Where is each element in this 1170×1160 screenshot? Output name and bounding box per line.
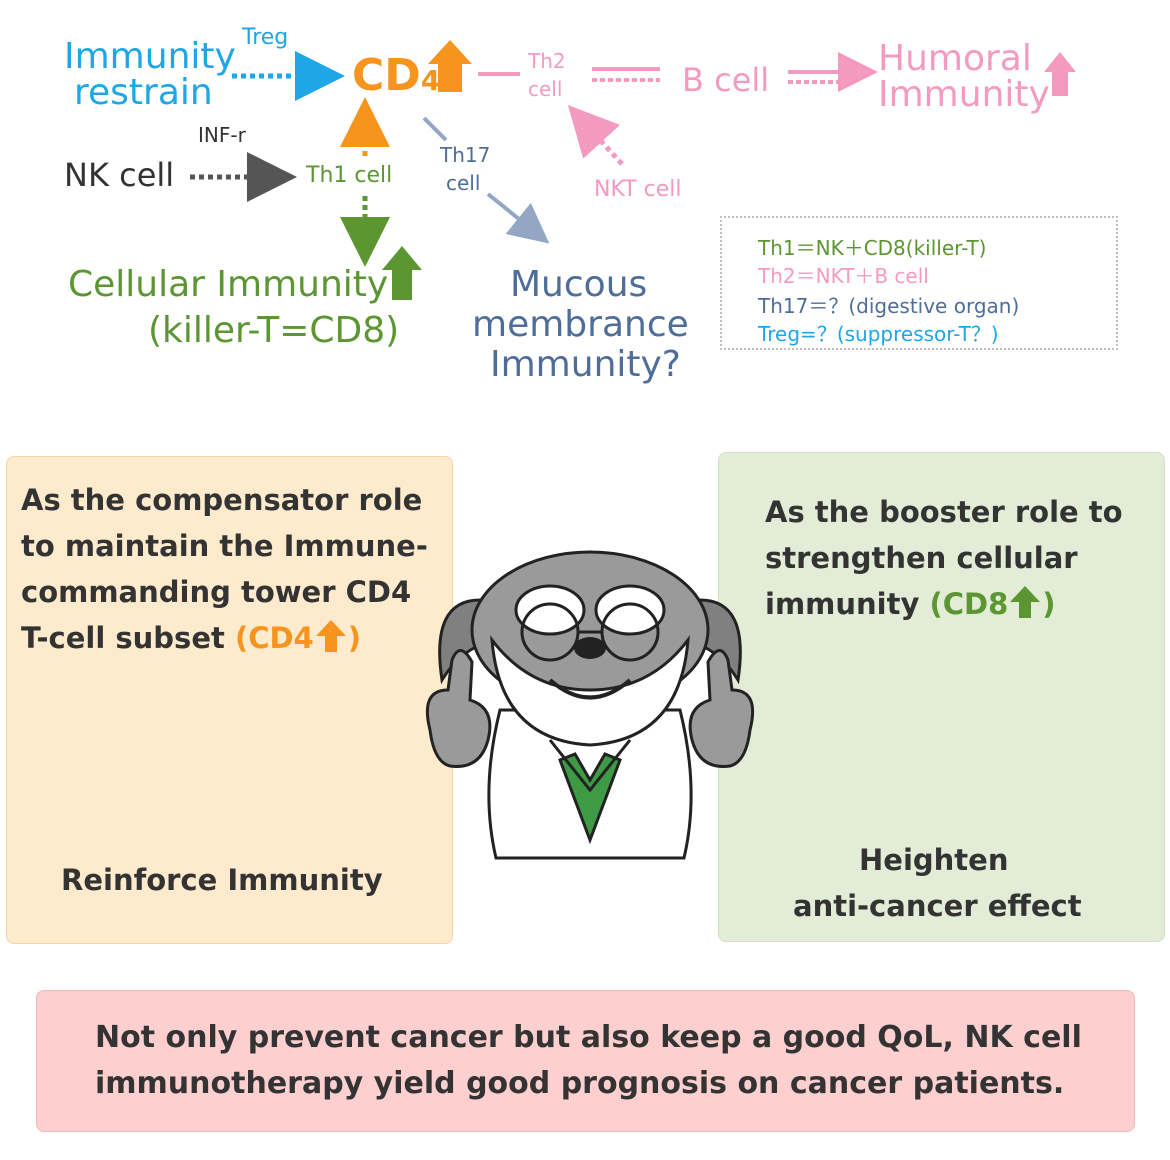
legend-box: Th1＝NK＋CD8(killer-T) Th2＝NKT＋B cell Th17… bbox=[720, 216, 1118, 350]
right-panel-cd8-tag: (CD8) bbox=[929, 586, 1056, 621]
left-panel-cd4-tag: (CD4) bbox=[234, 620, 362, 655]
treg-label: Treg bbox=[242, 25, 289, 50]
bottom-panel-line2: immunotherapy yield good prognosis on ca… bbox=[95, 1066, 1065, 1101]
killer-t-label: (killer-T=CD8) bbox=[148, 310, 400, 351]
right-panel-line3: immunity (CD8) bbox=[765, 586, 1056, 621]
cellular-up-arrow-icon bbox=[382, 246, 422, 300]
mucous-label-line1: Mucous bbox=[510, 264, 648, 305]
right-panel-line1: As the booster role to bbox=[765, 495, 1123, 529]
mucous-label-line3: Immunity? bbox=[490, 344, 681, 385]
legend-th17: Th17＝？(digestive organ) bbox=[758, 294, 1020, 318]
immunity-restrain-line1: Immunity bbox=[64, 36, 236, 77]
mucous-label-line2: membrance bbox=[472, 304, 689, 345]
th17-label-line1: Th17 bbox=[440, 143, 491, 167]
legend-th2: Th2＝NKT＋B cell bbox=[758, 264, 929, 288]
doctor-dog-mascot bbox=[425, 550, 755, 860]
humoral-label-line2: Immunity bbox=[878, 74, 1050, 115]
nkt-cell-label: NKT cell bbox=[594, 177, 682, 202]
left-panel-line2: to maintain the Immune- bbox=[21, 529, 428, 563]
cd4-th17-line bbox=[422, 116, 448, 142]
humoral-label-line1: Humoral bbox=[878, 38, 1032, 79]
bottom-panel: Not only prevent cancer but also keep a … bbox=[36, 990, 1135, 1132]
heighten-label: Heighten bbox=[859, 843, 1009, 877]
th2-label-line1: Th2 bbox=[528, 49, 566, 73]
left-panel-line4: T-cell subset (CD4) bbox=[21, 620, 362, 655]
right-panel: As the booster role to strengthen cellul… bbox=[718, 452, 1165, 942]
left-panel-line3: commanding tower CD4 bbox=[21, 575, 412, 609]
legend-th1: Th1＝NK＋CD8(killer-T) bbox=[758, 236, 987, 260]
infr-label: INF-r bbox=[198, 123, 246, 147]
humoral-up-arrow-icon bbox=[1044, 52, 1076, 96]
left-panel: As the compensator role to maintain the … bbox=[6, 456, 453, 944]
th17-label-line2: cell bbox=[446, 171, 481, 195]
nkt-th2-arrow bbox=[567, 104, 624, 166]
reinforce-immunity-label: Reinforce Immunity bbox=[61, 863, 383, 897]
bottom-panel-line1: Not only prevent cancer but also keep a … bbox=[95, 1020, 1082, 1055]
th17-mucous-arrow bbox=[486, 192, 550, 244]
cd8-up-arrow-icon bbox=[1010, 586, 1041, 618]
th2-label-line2: cell bbox=[528, 77, 563, 101]
bcell-label: B cell bbox=[682, 61, 770, 99]
cd4-label: CD4 bbox=[352, 50, 441, 101]
right-panel-line2: strengthen cellular bbox=[765, 541, 1078, 575]
immunity-restrain-line2: restrain bbox=[74, 72, 213, 113]
nk-cell-label: NK cell bbox=[64, 156, 175, 194]
left-panel-line1: As the compensator role bbox=[21, 483, 423, 517]
anti-cancer-label: anti-cancer effect bbox=[793, 889, 1082, 923]
cd4-up-arrow-icon bbox=[428, 40, 472, 92]
cd4-up-arrow-icon bbox=[315, 620, 346, 652]
cellular-immunity-label: Cellular Immunity bbox=[68, 264, 389, 305]
legend-treg: Treg=？(suppressor-T？) bbox=[758, 322, 999, 346]
th1-cell-label: Th1 cell bbox=[306, 163, 393, 188]
